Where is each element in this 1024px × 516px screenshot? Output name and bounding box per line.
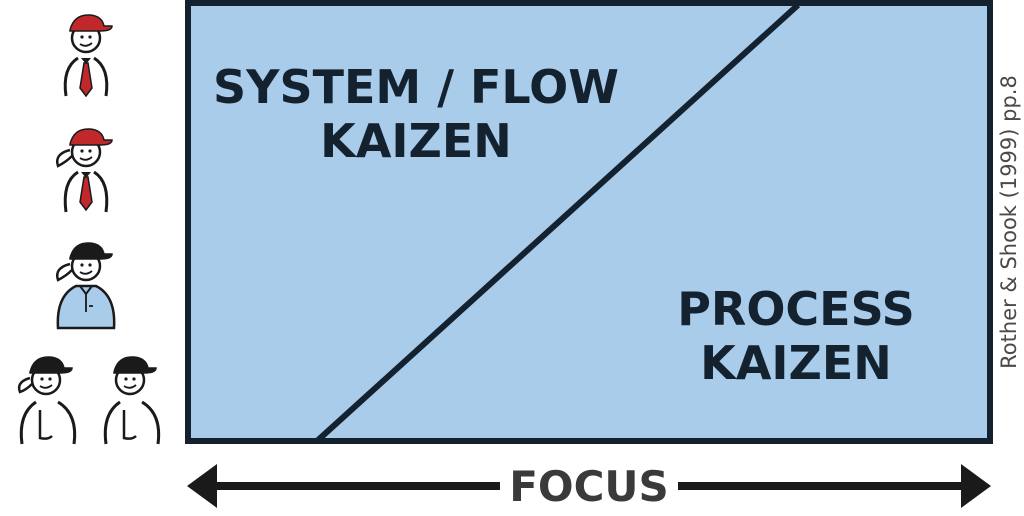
focus-label: FOCUS — [500, 462, 678, 512]
kaizen-panel — [185, 0, 993, 444]
system-flow-label-line: SYSTEM / FLOW — [213, 60, 619, 114]
system-flow-label-line: KAIZEN — [320, 114, 512, 169]
citation-text: Rother & Shook (1999) pp.8 — [997, 75, 1021, 369]
manager-icon — [63, 14, 113, 98]
system-flow-kaizen-label: SYSTEM / FLOW KAIZEN — [200, 60, 632, 169]
hierarchy-figures — [0, 0, 185, 516]
right-arrowhead-icon — [961, 464, 991, 508]
divider-line — [314, 2, 801, 444]
supervisor-icon — [56, 242, 116, 330]
worker-icon — [103, 356, 161, 445]
panel-frame — [185, 0, 993, 444]
process-label-line: PROCESS — [677, 282, 915, 336]
worker-icon — [17, 356, 77, 445]
citation: Rother & Shook (1999) pp.8 — [994, 62, 1024, 382]
process-label-line: KAIZEN — [700, 336, 892, 391]
process-kaizen-label: PROCESS KAIZEN — [660, 282, 932, 391]
manager-woman-icon — [56, 128, 113, 213]
left-arrowhead-icon — [187, 464, 217, 508]
